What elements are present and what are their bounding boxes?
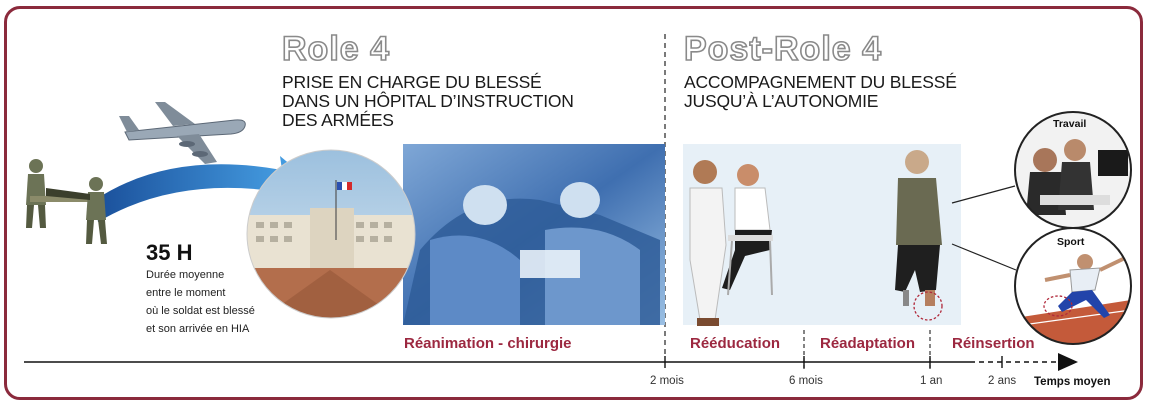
sport-label: Sport: [1057, 236, 1085, 248]
phase-reinsertion-label: Réinsertion: [952, 335, 1035, 352]
surgery-image: [403, 144, 665, 325]
evacuation-description-line: entre le moment: [146, 287, 226, 299]
tick-label-6mois: 6 mois: [789, 375, 823, 387]
role4-heading: PRISE EN CHARGE DU BLESSÉ DANS UN HÔPITA…: [282, 73, 612, 130]
work-image: [1015, 112, 1131, 228]
tick-label-2ans: 2 ans: [988, 375, 1017, 387]
phase-reanimation-label: Réanimation - chirurgie: [404, 335, 572, 352]
role4-title: Role 4: [281, 29, 391, 69]
work-label: Travail: [1053, 118, 1087, 130]
evacuation-description-line: et son arrivée en HIA: [146, 323, 250, 335]
frame-border: [4, 6, 1143, 400]
tick-label-1an: 1 an: [920, 375, 943, 387]
evacuation-arrow: [95, 156, 310, 222]
role4-heading-line: DANS UN HÔPITAL D’INSTRUCTION: [282, 91, 574, 111]
work-connector-line: [951, 185, 1016, 204]
standing-soldier-figure: [895, 150, 943, 321]
post-role4-heading: ACCOMPAGNEMENT DU BLESSÉ JUSQU’À L’AUTON…: [684, 73, 1004, 111]
role4-heading-line: PRISE EN CHARGE DU BLESSÉ: [282, 72, 542, 92]
phase-readaptation-label: Réadaptation: [820, 335, 916, 352]
post-role4-heading-line: JUSQU’À L’AUTONOMIE: [684, 91, 879, 111]
tick-label-2mois: 2 mois: [650, 375, 684, 387]
evacuation-duration: 35 H: [146, 240, 193, 265]
evacuation-description: Durée moyenne entre le moment où le sold…: [146, 266, 276, 338]
role4-heading-line: DES ARMÉES: [282, 110, 394, 130]
phase-reeducation-label: Rééducation: [690, 335, 781, 352]
evacuation-description-line: Durée moyenne: [146, 269, 225, 281]
sport-image: [1015, 228, 1131, 344]
prosthesis-highlight-circle: [913, 291, 943, 321]
post-role4-title: Post-Role 4: [683, 29, 883, 69]
hospital-image: [247, 150, 415, 318]
soldiers-stretcher-icon: [26, 159, 107, 244]
timeline-axis-label: Temps moyen: [1034, 376, 1111, 388]
airplane-icon: [119, 102, 246, 164]
sport-circle-border: [1014, 227, 1132, 345]
sport-connector-line: [951, 243, 1017, 271]
evacuation-description-line: où le soldat est blessé: [146, 305, 255, 317]
patient-seated-figure: [722, 164, 773, 296]
therapist-figure: [689, 160, 727, 326]
timeline-arrowhead-icon: [1058, 353, 1078, 371]
hospital-circle-border: [246, 149, 416, 319]
post-role4-heading-line: ACCOMPAGNEMENT DU BLESSÉ: [684, 72, 957, 92]
